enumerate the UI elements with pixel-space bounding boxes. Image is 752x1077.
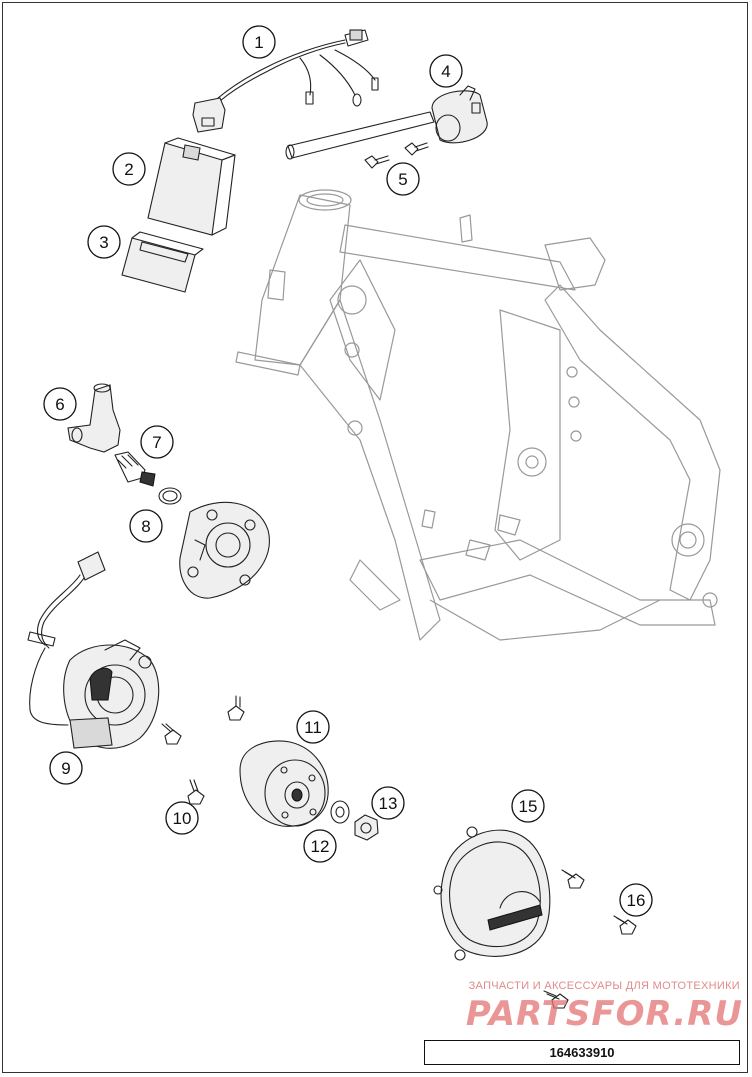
- callout-1: 1: [242, 25, 276, 59]
- part-2-control-unit: [147, 137, 236, 236]
- callout-5: 5: [386, 162, 420, 196]
- part-3-holder: [121, 231, 204, 293]
- part-12-washer: [330, 800, 350, 824]
- part-16-screws: [543, 869, 637, 1009]
- callout-number: 10: [173, 809, 192, 828]
- callout-number: 9: [61, 759, 70, 778]
- callout-number: 7: [152, 433, 161, 452]
- watermark-tagline: ЗАПЧАСТИ И АКСЕССУАРЫ ДЛЯ МОТОТЕХНИКИ: [468, 980, 740, 992]
- watermark-logo: PARTSFOR.RU: [465, 994, 743, 1034]
- callout-number: 1: [254, 33, 263, 52]
- callout-number: 11: [304, 718, 322, 737]
- callout-number: 4: [441, 62, 450, 81]
- callout-number: 6: [55, 395, 64, 414]
- part-4-ignition-coil: [285, 85, 488, 160]
- callout-number: 16: [627, 891, 646, 910]
- callout-number: 8: [141, 517, 150, 536]
- part-screws-stator: [161, 695, 245, 805]
- callout-3: 3: [87, 225, 121, 259]
- callout-11: 11: [296, 710, 330, 744]
- callout-10: 10: [165, 801, 199, 835]
- part-6-spark-plug-cap: [67, 383, 121, 453]
- callout-13: 13: [371, 786, 405, 820]
- part-1-wiring-harness: [192, 29, 379, 133]
- callout-7: 7: [140, 425, 174, 459]
- motorcycle-frame: [235, 189, 721, 641]
- part-9-stator: [27, 551, 160, 749]
- callout-2: 2: [112, 152, 146, 186]
- callout-15: 15: [511, 789, 545, 823]
- part-5-screws: [364, 142, 429, 169]
- callout-6: 6: [43, 387, 77, 421]
- diagram-id-box: 164633910: [424, 1040, 740, 1065]
- diagram-id: 164633910: [549, 1045, 615, 1060]
- part-13-nut: [354, 814, 379, 841]
- callout-number: 2: [124, 160, 133, 179]
- callout-number: 5: [398, 170, 407, 189]
- part-11-flywheel: [239, 740, 329, 827]
- callout-8: 8: [129, 509, 163, 543]
- callout-4: 4: [429, 54, 463, 88]
- part-15-ignition-cover: [433, 826, 551, 961]
- callout-number: 15: [519, 797, 538, 816]
- callout-16: 16: [619, 883, 653, 917]
- callout-number: 3: [99, 233, 108, 252]
- callout-9: 9: [49, 751, 83, 785]
- callout-number: 13: [379, 794, 398, 813]
- callout-12: 12: [303, 829, 337, 863]
- callout-number: 12: [311, 837, 330, 856]
- part-8-cylinder-head: [158, 487, 270, 599]
- part-7-spark-plug: [114, 451, 156, 487]
